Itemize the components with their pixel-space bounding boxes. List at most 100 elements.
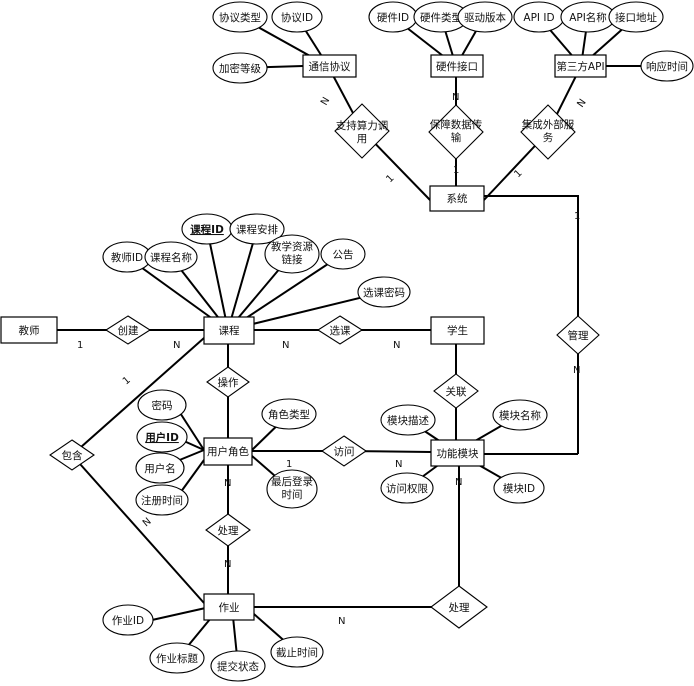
rel-integrate-svc-label-1: 集成外部服: [522, 118, 575, 131]
rel-access: 访问: [321, 435, 367, 467]
attr-encrypt-level: 加密等级: [212, 52, 268, 84]
attr-course-sched: 课程安排: [229, 213, 285, 245]
entity-hw-iface-label: 硬件接口: [436, 60, 478, 73]
attr-role-type: 角色类型: [261, 398, 317, 430]
attr-module-name: 模块名称: [492, 399, 548, 431]
rel-support-compute-label-1: 支持算力调: [336, 119, 389, 132]
rel-ensure-data: 保障数据传 输: [428, 104, 484, 160]
attr-access-perm-label: 访问权限: [386, 482, 428, 495]
card-hw: N: [452, 92, 459, 103]
attr-password-label: 密码: [152, 399, 173, 412]
attr-submit-status-label: 提交状态: [217, 660, 259, 673]
card-contain-1: 1: [121, 375, 133, 388]
entity-user-role-label: 用户角色: [207, 445, 249, 458]
card-protocol: N: [319, 96, 332, 108]
entity-system-label: 系统: [447, 192, 468, 205]
attr-hw-id-label: 硬件ID: [377, 12, 409, 24]
card-role-1: 1: [286, 459, 292, 470]
entity-hw-iface: 硬件接口: [430, 54, 484, 78]
rel-process-2-label: 处理: [449, 602, 470, 614]
attr-homework-id-label: 作业ID: [112, 615, 144, 627]
rel-process-1: 处理: [205, 513, 251, 547]
rel-enroll: 选课: [316, 315, 364, 345]
attr-password: 密码: [137, 389, 187, 421]
attr-role-type-label: 角色类型: [268, 408, 310, 421]
attr-module-id: 模块ID: [493, 472, 545, 504]
rel-create-label: 创建: [118, 324, 139, 337]
card-role-n: N: [224, 478, 231, 489]
card-homework-n: N: [338, 616, 345, 627]
attr-username: 用户名: [135, 452, 185, 484]
card-sys-left: 1: [384, 173, 396, 185]
attributes: 协议类型 协议ID 加密等级 硬件ID 硬件类型 驱动版本 API ID: [102, 1, 694, 682]
entity-third-api: 第三方API: [554, 54, 607, 78]
card-contain-n: N: [141, 516, 154, 529]
card-sys-right: 1: [512, 168, 524, 180]
attr-res-link-label-2: 链接: [282, 253, 303, 266]
attr-driver-ver-label: 驱动版本: [464, 11, 506, 24]
attr-protocol-type-label: 协议类型: [219, 11, 261, 24]
attr-encrypt-level-label: 加密等级: [219, 62, 261, 75]
attr-homework-id: 作业ID: [102, 604, 154, 636]
entity-system: 系统: [429, 185, 485, 212]
attr-driver-ver: 驱动版本: [457, 1, 513, 33]
attr-api-addr: 接口地址: [608, 1, 664, 33]
attr-protocol-type: 协议类型: [212, 1, 268, 33]
entity-student-label: 学生: [447, 324, 468, 337]
attr-teacher-id-label: 教师ID: [111, 251, 143, 264]
attr-course-sched-label: 课程安排: [236, 223, 278, 236]
card-module-n: N: [455, 477, 462, 488]
card-student: N: [393, 340, 400, 351]
rel-integrate-svc: 集成外部服 务: [520, 104, 576, 160]
rel-ensure-data-label-1: 保障数据传: [430, 118, 483, 131]
card-sys-manage: 1: [574, 211, 580, 222]
attr-hw-id: 硬件ID: [368, 1, 418, 33]
attr-module-desc-label: 模块描述: [387, 414, 429, 427]
entity-protocol: 通信协议: [302, 54, 357, 78]
attr-enroll-pwd: 选课密码: [357, 276, 411, 308]
rel-create: 创建: [104, 315, 152, 345]
entity-course: 课程: [203, 316, 255, 345]
attr-course-id: 课程ID: [181, 213, 233, 245]
attr-module-desc: 模块描述: [380, 404, 436, 436]
card-process-n: N: [224, 559, 231, 570]
rel-ensure-data-label-2: 输: [451, 131, 462, 144]
card-api: N: [575, 97, 588, 109]
attr-protocol-id-label: 协议ID: [281, 11, 313, 24]
card-access-n: N: [395, 459, 402, 470]
entity-func-module: 功能模块: [430, 439, 485, 467]
card-course-enroll: N: [282, 340, 289, 351]
entity-protocol-label: 通信协议: [309, 60, 351, 73]
entity-user-role: 用户角色: [203, 437, 253, 466]
attr-notice: 公告: [320, 238, 366, 270]
attr-user-id-label: 用户ID: [144, 431, 179, 444]
rel-support-compute-label-2: 用: [357, 133, 368, 145]
entity-func-module-label: 功能模块: [437, 447, 479, 460]
attr-module-id-label: 模块ID: [503, 483, 535, 495]
entity-third-api-label: 第三方API: [556, 60, 604, 73]
rel-contain-label: 包含: [62, 449, 83, 462]
attr-course-name: 课程名称: [144, 241, 198, 273]
rel-integrate-svc-label-2: 务: [543, 131, 554, 144]
rel-operate-label: 操作: [218, 376, 239, 389]
attr-homework-title-label: 作业标题: [156, 653, 198, 665]
entity-course-label: 课程: [219, 325, 240, 337]
attr-hw-type-label: 硬件类型: [420, 11, 462, 24]
entity-teacher: 教师: [0, 316, 58, 344]
attr-protocol-id: 协议ID: [271, 1, 323, 33]
attr-api-id-label: API ID: [523, 12, 554, 24]
attr-deadline-label: 截止时间: [276, 646, 318, 659]
rel-contain: 包含: [49, 439, 95, 471]
attr-api-addr-label: 接口地址: [615, 11, 657, 24]
attr-deadline: 截止时间: [270, 636, 324, 668]
rel-operate: 操作: [206, 366, 250, 398]
rel-enroll-label: 选课: [330, 324, 351, 337]
attr-user-id: 用户ID: [136, 421, 188, 453]
attr-reg-time-label: 注册时间: [141, 494, 183, 507]
entity-homework-label: 作业: [219, 602, 240, 614]
entity-student: 学生: [430, 316, 485, 345]
attr-api-name-label: API名称: [569, 11, 607, 24]
rel-process-2: 处理: [430, 585, 488, 629]
attr-teacher-id: 教师ID: [102, 241, 152, 273]
